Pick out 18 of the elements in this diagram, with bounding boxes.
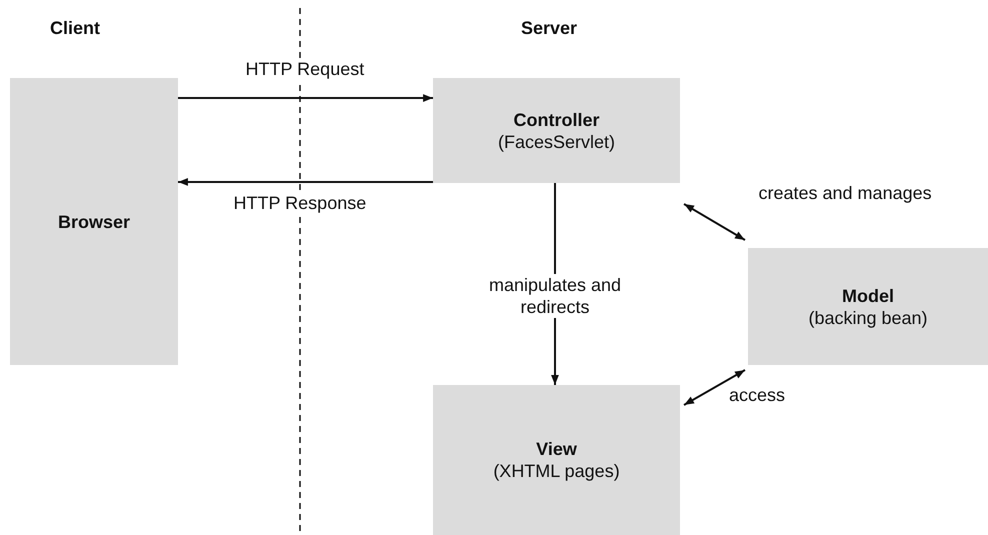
component-name: Browser [58,210,130,232]
component-box [433,385,680,535]
component-detail: (backing bean) [808,306,928,328]
component-detail: (FacesServlet) [498,130,616,152]
component-box [10,78,178,365]
component-detail: (XHTML pages) [493,460,620,482]
component-box [433,78,680,183]
edge-label: HTTP Response [232,192,368,214]
component-box [748,248,988,365]
component-name: Model [842,284,894,306]
arrow [178,94,433,102]
column-heading: Server [521,18,578,39]
component-name: View [536,438,577,460]
arrow [684,369,746,406]
arrow [684,203,746,241]
arrow [178,178,433,186]
component-name: Controller [513,108,600,130]
column-heading: Client [50,18,100,39]
